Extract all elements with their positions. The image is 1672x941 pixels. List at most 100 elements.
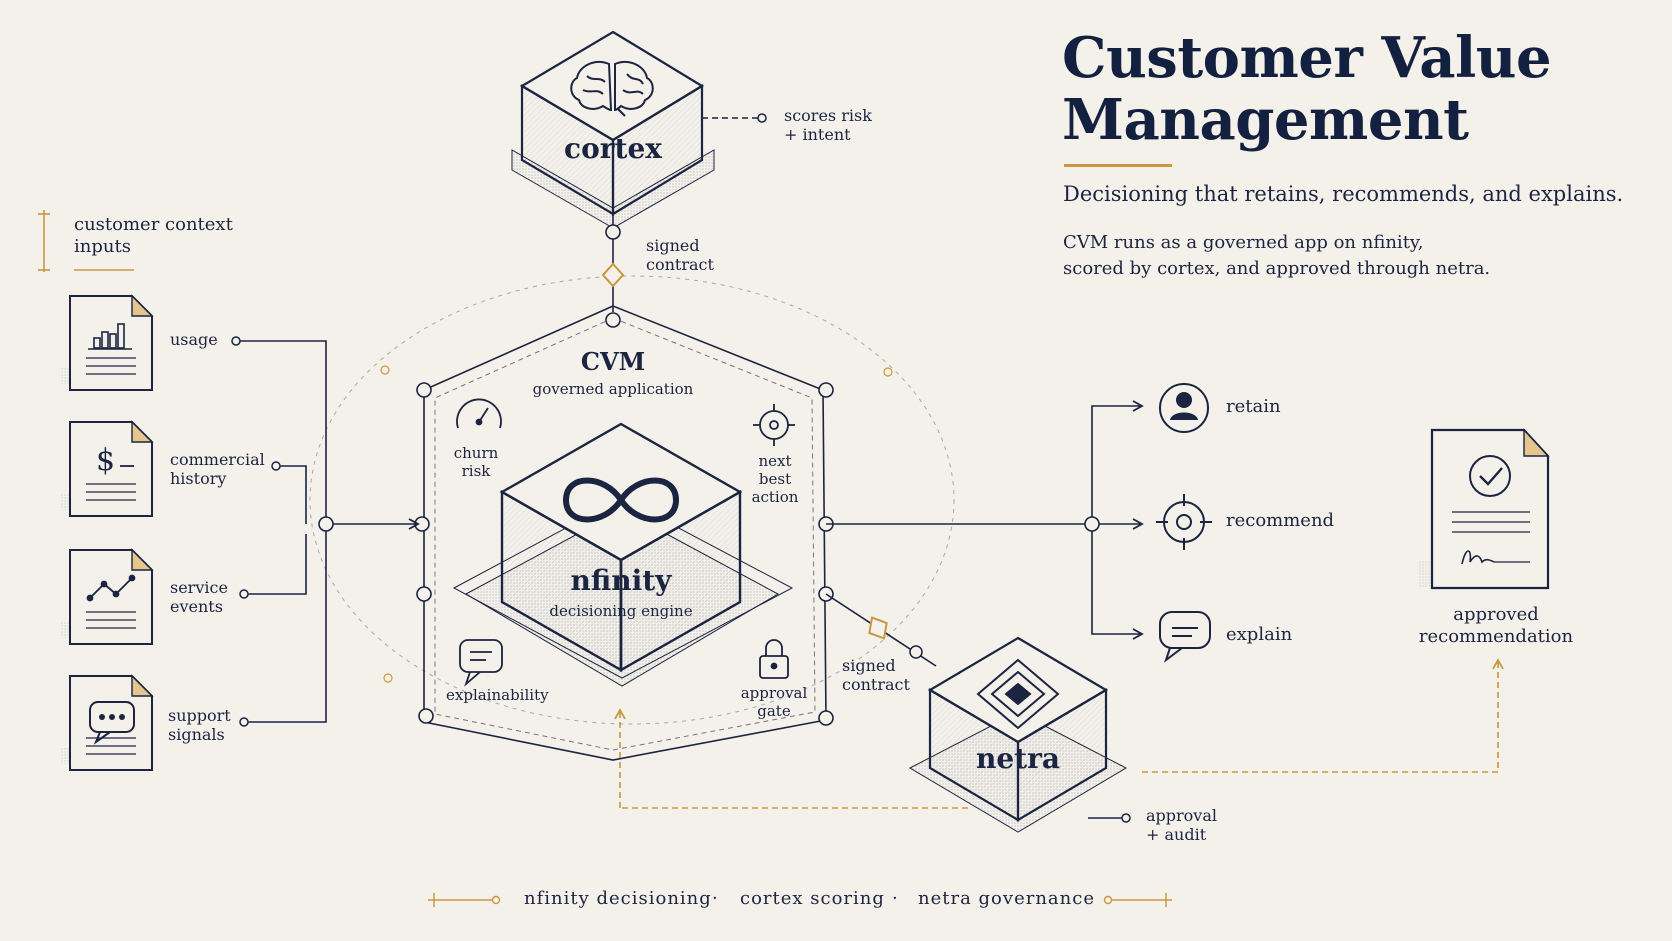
cortex-cube	[511, 30, 715, 229]
nfinity-sublabel: decisioning engine	[549, 602, 693, 620]
approval-gate-label: approval gate	[736, 684, 812, 720]
lock-icon	[759, 639, 789, 679]
input-node-commercial	[271, 461, 281, 471]
footer-rule-right	[1103, 893, 1172, 907]
gauge-icon	[456, 398, 502, 429]
cvm-sublabel: governed application	[532, 380, 694, 398]
desc-line-2: scored by cortex, and approved through n…	[1063, 258, 1491, 280]
approval-gate-line-2: gate	[757, 702, 791, 720]
input-label-support-line-2: signals	[168, 725, 225, 745]
speech-bubble-icon	[1159, 611, 1211, 663]
nba-line-1: next	[758, 452, 792, 470]
input-label-service-line-1: service	[170, 578, 228, 597]
input-node-service	[239, 589, 249, 599]
diamond-eye-icon	[976, 658, 1060, 730]
cortex-note: scores risk + intent	[784, 106, 872, 144]
input-label-support: support signals	[168, 706, 231, 744]
cvm-node	[818, 382, 834, 398]
netra-note: approval + audit	[1146, 806, 1217, 844]
bar-chart-icon	[88, 323, 132, 350]
input-label-support-line-1: support	[168, 706, 231, 725]
footer-nfinity: nfinity decisioning	[524, 888, 712, 909]
nfinity-cube	[452, 422, 794, 687]
desc-line-1: CVM runs as a governed app on nfinity,	[1063, 232, 1424, 253]
top-contract-line-2: contract	[646, 255, 714, 275]
top-contract-line-1: signed	[646, 236, 700, 255]
nba-line-2: best	[758, 470, 792, 488]
nfinity-label: nfinity	[570, 564, 672, 597]
input-wires	[236, 340, 327, 723]
brain-icon	[570, 60, 654, 117]
input-node-support	[239, 717, 249, 727]
person-icon	[1159, 383, 1209, 433]
approval-gate-line-1: approval	[740, 684, 808, 702]
cortex-note-node	[757, 113, 767, 123]
cortex-node	[605, 224, 621, 240]
cortex-note-line-1: scores risk	[784, 106, 872, 125]
cortex-note-line-2: + intent	[784, 125, 851, 145]
title-line-1: Customer Value	[1062, 25, 1552, 91]
output-label-explain: explain	[1226, 624, 1293, 645]
title-line-2: Management	[1062, 86, 1469, 153]
input-label-usage: usage	[170, 330, 218, 349]
footer-rule-left	[428, 893, 501, 907]
churn-risk-label: churn risk	[446, 444, 506, 480]
input-documents	[60, 294, 154, 771]
output-label-retain: retain	[1226, 396, 1281, 417]
inputs-bracket	[38, 210, 50, 272]
dollar-icon: $	[96, 443, 115, 478]
footer-netra: netra governance	[918, 888, 1095, 909]
cortex-label: cortex	[564, 132, 662, 165]
netra-to-approved-dashed	[1142, 658, 1504, 773]
input-label-service-line-2: events	[170, 597, 223, 617]
inputs-heading-line-1: customer context	[74, 214, 233, 235]
footer-separator-2: ·	[892, 888, 899, 909]
netra-cube	[908, 636, 1128, 833]
orbit-node	[383, 673, 393, 683]
input-label-commercial-line-1: commercial	[170, 450, 265, 469]
approved-line-2: recommendation	[1418, 625, 1574, 647]
cvm-node	[605, 312, 621, 328]
netra-contract-label: signed contract	[842, 656, 910, 694]
netra-note-node	[1121, 813, 1131, 823]
input-label-service: service events	[170, 578, 228, 616]
inputs-heading: customer context inputs	[74, 214, 233, 257]
footer-cortex: cortex scoring	[740, 888, 885, 909]
explainability-label: explainability	[446, 686, 549, 704]
nba-line-3: action	[751, 488, 799, 506]
orbit-ellipse	[309, 275, 955, 725]
netra-contract-node	[909, 645, 923, 659]
footer-separator-1: ·	[712, 888, 719, 909]
input-label-commercial-line-2: history	[170, 469, 227, 489]
netra-label: netra	[976, 742, 1060, 775]
cvm-node	[416, 382, 432, 398]
title-rule	[1064, 164, 1172, 167]
netra-contract-line-2: contract	[842, 675, 910, 695]
churn-risk-line-2: risk	[461, 462, 491, 480]
page-description: CVM runs as a governed app on nfinity, s…	[1063, 230, 1490, 282]
approved-recommendation-label: approved recommendation	[1406, 604, 1586, 647]
approved-line-1: approved	[1453, 604, 1539, 625]
top-contract-label: signed contract	[646, 236, 714, 274]
input-label-commercial: commercial history	[170, 450, 265, 488]
netra-contract-diamond	[868, 616, 888, 640]
input-hub	[318, 516, 334, 532]
checkmark-document-icon	[1418, 428, 1550, 590]
next-best-action-label: next best action	[742, 452, 808, 506]
target-icon	[1156, 494, 1212, 550]
input-node-usage	[231, 336, 241, 346]
chat-bubble-icon	[89, 701, 135, 745]
output-hub	[1084, 516, 1100, 532]
cvm-node	[416, 586, 432, 602]
cvm-node	[818, 710, 834, 726]
top-contract-diamond	[601, 262, 625, 288]
target-icon	[753, 404, 795, 446]
netra-contract-line-1: signed	[842, 656, 896, 675]
netra-note-line-2: + audit	[1146, 825, 1207, 845]
inputs-heading-line-2: inputs	[74, 235, 131, 257]
orbit-node	[380, 365, 390, 375]
cvm-label: CVM	[580, 347, 646, 376]
output-label-recommend: recommend	[1226, 510, 1335, 531]
